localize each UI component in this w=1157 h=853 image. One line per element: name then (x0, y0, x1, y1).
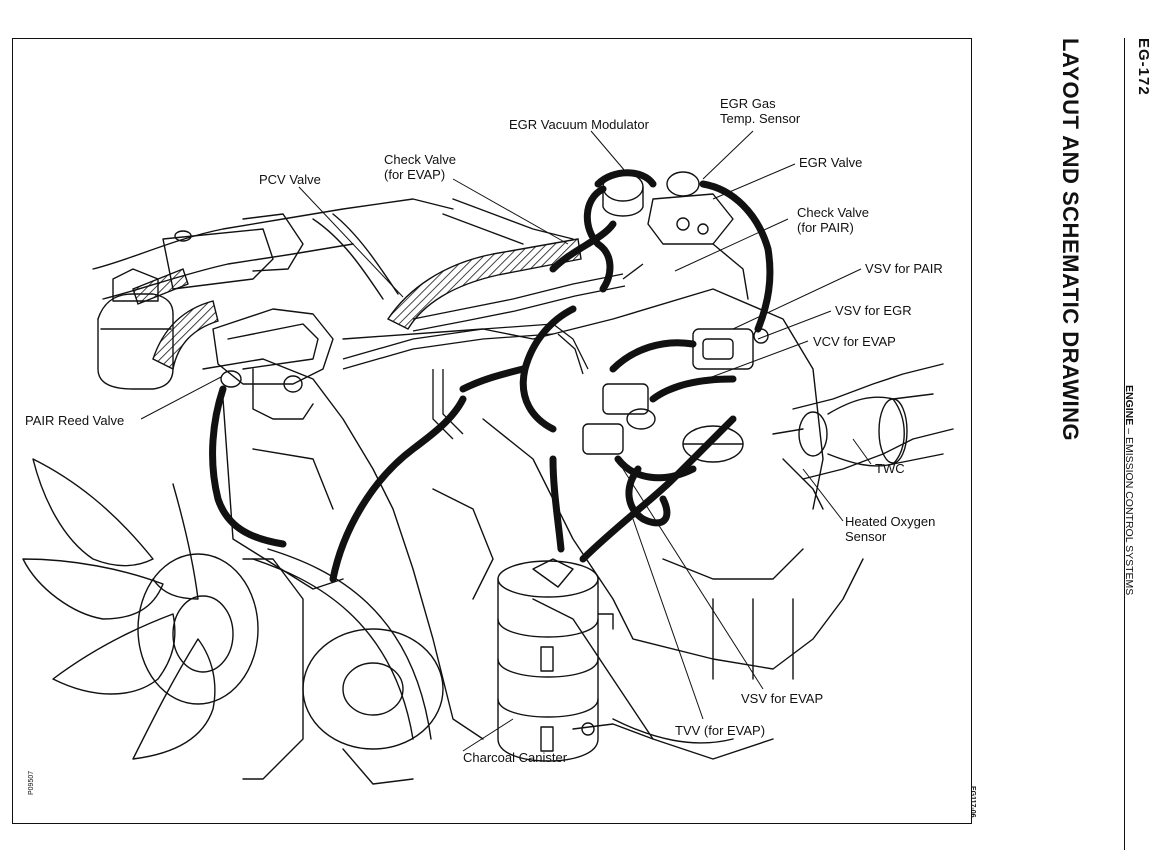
page-number-text: EG-172 (1135, 38, 1152, 96)
engine-diagram-frame: EGR Vacuum Modulator EGR Gas Temp. Senso… (12, 38, 972, 824)
leader-vsv-egr (757, 310, 832, 340)
hatched-hose-small (132, 268, 189, 305)
page-title-text: LAYOUT AND SCHEMATIC DRAWING (1058, 38, 1083, 442)
hose-12 (459, 365, 527, 393)
leader-pcv-valve (298, 186, 404, 298)
leader-check-valve-pair (674, 218, 789, 272)
leader-tvv-evap (632, 518, 704, 720)
label-twc: TWC (875, 461, 905, 476)
hose-4 (594, 169, 657, 188)
label-egr-valve: EGR Valve (799, 155, 863, 170)
hose-3 (699, 180, 774, 333)
hose-8 (649, 375, 737, 403)
egr-hardware-drawing (602, 171, 749, 300)
leader-vsv-evap (622, 468, 764, 690)
hose-5 (519, 305, 577, 433)
pipes (342, 263, 644, 440)
leader-vcv-evap (652, 340, 809, 400)
leader-egr-gas-temp-sensor (702, 130, 754, 180)
leader-pair-reed-valve (140, 376, 222, 420)
leader-check-valve-evap (452, 178, 569, 245)
label-vsv-egr: VSV for EGR (835, 303, 912, 318)
label-egr-gas-temp-sensor: EGR Gas Temp. Sensor (720, 96, 801, 126)
page-title: LAYOUT AND SCHEMATIC DRAWING (1057, 38, 1083, 441)
label-pcv-valve: PCV Valve (259, 172, 321, 187)
label-check-valve-pair: Check Valve (for PAIR) (797, 205, 870, 235)
charcoal-canister-drawing (497, 558, 654, 762)
label-vsv-pair: VSV for PAIR (865, 261, 943, 276)
figure-code: P09507 (28, 770, 35, 795)
leader-charcoal-canister (462, 718, 514, 752)
hose-6 (549, 455, 565, 553)
label-heated-oxygen-sensor: Heated Oxygen Sensor (845, 514, 936, 544)
leader-twc (852, 438, 872, 465)
hose-14 (329, 395, 467, 583)
page-rule (1124, 38, 1125, 850)
hose-11 (579, 415, 737, 563)
hose-2 (583, 185, 614, 293)
hose-10 (625, 465, 671, 527)
hatched-hoses (132, 238, 582, 371)
leader-egr-vacuum-modulator (590, 130, 626, 172)
hose-13 (209, 385, 287, 548)
label-tvv-evap: TVV (for EVAP) (675, 723, 766, 738)
engine-block-drawing (202, 288, 864, 760)
label-check-valve-evap: Check Valve (for EVAP) (384, 152, 457, 182)
leader-egr-valve (712, 163, 796, 200)
label-charcoal-canister: Charcoal Canister (463, 750, 568, 765)
cooling-fan-drawing (22, 458, 304, 780)
label-pair-reed-valve: PAIR Reed Valve (25, 413, 125, 428)
engine-diagram (22, 130, 954, 785)
leader-lines (140, 130, 872, 752)
pair-reed-valve-drawing (212, 308, 334, 420)
part-code: EG117-06 (969, 786, 976, 818)
hatched-hose-left (152, 300, 219, 371)
vsv-block-drawing (582, 328, 769, 463)
pulleys-drawing (252, 548, 444, 785)
label-egr-vacuum-modulator: EGR Vacuum Modulator (509, 117, 649, 132)
leader-vsv-pair (732, 268, 862, 330)
hose-7 (609, 339, 697, 373)
hatched-hose-top (386, 238, 582, 330)
hose-1 (549, 220, 617, 273)
leader-heated-oxygen-sensor (802, 468, 844, 522)
label-vsv-evap: VSV for EVAP (741, 691, 824, 706)
page-number: EG-172 (1135, 38, 1152, 96)
twc-drawing (772, 363, 954, 510)
label-vcv-evap: VCV for EVAP (813, 334, 896, 349)
